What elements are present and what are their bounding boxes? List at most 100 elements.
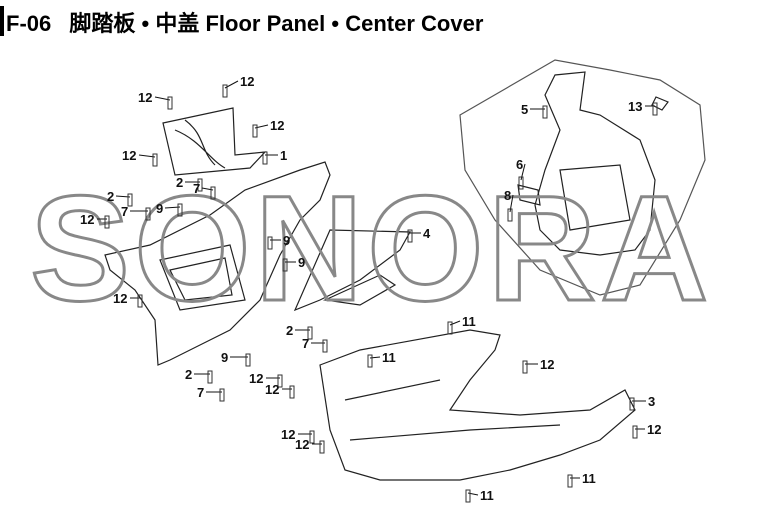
title-en-center: Center Cover <box>345 11 484 36</box>
fastener-icon <box>309 430 315 444</box>
callout-8: 8 <box>504 188 514 222</box>
fastener-icon <box>177 203 183 217</box>
callout-label: 5 <box>521 102 528 117</box>
fastener-icon <box>282 258 288 272</box>
fastener-icon <box>245 353 251 367</box>
callout-2: 2 <box>107 189 133 207</box>
callout-label: 2 <box>107 189 114 204</box>
part-4-side-panel <box>293 229 412 312</box>
fastener-icon <box>542 105 548 119</box>
callout-label: 12 <box>647 422 661 437</box>
callout-label: 12 <box>265 382 279 397</box>
callout-11: 11 <box>465 488 494 503</box>
fastener-icon <box>632 425 638 439</box>
callout-label: 12 <box>138 90 152 105</box>
page-title: F-06 脚踏板 • 中盖 Floor Panel • Center Cover <box>0 6 483 36</box>
callout-label: 1 <box>280 148 287 163</box>
callout-2: 2 <box>286 323 313 340</box>
callout-9: 9 <box>282 255 305 272</box>
fastener-icon <box>567 474 573 488</box>
callout-12: 12 <box>113 291 143 308</box>
callout-6: 6 <box>516 157 526 190</box>
callout-label: 7 <box>302 336 309 351</box>
callout-12: 12 <box>265 382 295 399</box>
callout-11: 11 <box>447 314 476 335</box>
callout-label: 12 <box>113 291 127 306</box>
callout-label: 12 <box>240 74 254 89</box>
callout-label: 9 <box>156 201 163 216</box>
callout-12: 12 <box>632 422 661 439</box>
callout-label: 9 <box>221 350 228 365</box>
fastener-icon <box>252 124 258 138</box>
fastener-icon <box>210 186 216 200</box>
title-separator: • <box>141 11 150 36</box>
fastener-icon <box>137 294 143 308</box>
callout-label: 11 <box>462 314 476 329</box>
callout-label: 7 <box>121 204 128 219</box>
watermark: SONORA <box>30 164 712 332</box>
callout-9: 9 <box>156 201 183 217</box>
callout-5: 5 <box>521 102 548 119</box>
callout-12: 12 <box>222 74 254 98</box>
callout-label: 11 <box>582 471 596 486</box>
callout-label: 12 <box>281 427 295 442</box>
fastener-icon <box>262 151 268 165</box>
callout-7: 7 <box>302 336 328 353</box>
callout-7: 7 <box>121 204 151 221</box>
fastener-icon <box>507 208 513 222</box>
callout-12: 12 <box>295 437 325 454</box>
callout-11: 11 <box>567 471 596 488</box>
callout-2: 2 <box>176 175 203 192</box>
callout-13: 13 <box>628 99 658 116</box>
title-en-floor: Floor Panel <box>205 11 326 36</box>
part-13-clip <box>651 96 669 111</box>
fastener-icon <box>465 489 471 503</box>
callout-7: 7 <box>197 385 225 402</box>
callout-label: 2 <box>286 323 293 338</box>
callout-label: 11 <box>382 350 396 365</box>
fastener-icon <box>367 354 373 368</box>
callout-3: 3 <box>629 394 655 411</box>
callout-9: 9 <box>267 233 290 250</box>
callout-label: 12 <box>270 118 284 133</box>
diagram-code: F-06 <box>6 11 52 36</box>
callout-label: 8 <box>504 188 511 203</box>
callout-12: 12 <box>138 90 173 110</box>
fastener-icon <box>267 236 273 250</box>
fastener-icon <box>277 374 283 388</box>
callout-label: 7 <box>197 385 204 400</box>
callout-label: 9 <box>283 233 290 248</box>
callout-label: 4 <box>423 226 431 241</box>
callout-12: 12 <box>522 357 554 374</box>
callout-label: 3 <box>648 394 655 409</box>
fastener-icon <box>104 215 110 229</box>
fastener-icon <box>152 153 158 167</box>
title-cn-floor: 脚踏板 <box>69 11 136 36</box>
callout-7: 7 <box>193 181 216 200</box>
part-5-center-cover <box>534 71 656 256</box>
fastener-icon <box>145 207 151 221</box>
callout-11: 11 <box>367 350 396 368</box>
callout-label: 2 <box>176 175 183 190</box>
fastener-icon <box>407 229 413 243</box>
callout-label: 12 <box>295 437 309 452</box>
callout-label: 12 <box>122 148 136 163</box>
callout-label: 12 <box>540 357 554 372</box>
callout-12: 12 <box>249 371 283 388</box>
fastener-icon <box>322 339 328 353</box>
callout-label: 12 <box>249 371 263 386</box>
title-cn-center: 中盖 <box>155 11 200 36</box>
fastener-icon <box>629 397 635 411</box>
fastener-icon <box>127 193 133 207</box>
callout-label: 2 <box>185 367 192 382</box>
title-separator: • <box>331 11 340 36</box>
callout-12: 12 <box>281 427 315 444</box>
callout-12: 12 <box>80 212 110 229</box>
callout-12: 12 <box>252 118 284 138</box>
fastener-icon <box>522 360 528 374</box>
fastener-icon <box>197 178 203 192</box>
fastener-icon <box>518 176 524 190</box>
part-6-bracket <box>517 184 541 206</box>
